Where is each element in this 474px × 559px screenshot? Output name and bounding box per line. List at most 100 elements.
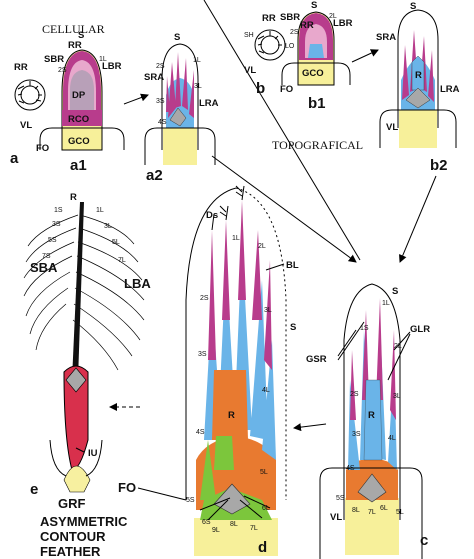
lra-label-a2: LRA [199,98,219,109]
barbs-e [23,214,145,371]
iu-leader [75,447,85,453]
1l-label-a2: 1L [193,57,201,64]
grf-e [63,465,91,493]
dp-label: DP [72,90,86,101]
sra-label-b2: SRA [376,32,396,43]
1s-label-c: 1S [360,325,369,332]
r-label-d: R [228,410,235,421]
rr-label-a: RR [14,62,28,73]
rr-label-b: RR [262,13,276,24]
3l-label-a2: 3L [194,83,202,90]
2s-label-d: 2S [200,295,209,302]
magenta-barbs-c [350,298,396,420]
vl-label-c: VL [330,512,342,523]
skin-line-a2 [144,127,216,165]
1l-label-c: 1L [382,300,390,307]
panel-b1: GCO S RR SBR LBR 2L 2S FO b1 [280,0,353,112]
3l-label-d: 3L [264,307,272,314]
4s-label-d: 4S [196,429,205,436]
2l-label-b1: 2L [329,13,337,20]
7l-label-d: 7L [250,525,258,532]
panel-e: R 1S 1L 3S 3L 5S 5L 7S 7L SBA LBA IU GRF… [23,192,187,559]
calamus-e [63,365,89,471]
3s-label-c: 3S [352,431,361,438]
ridge-marks-a [17,81,42,104]
panel-b: RR SH LO VL b [244,13,295,97]
sbr-label-a1: SBR [44,54,64,65]
sba-label: SBA [30,260,58,275]
vl-label-a: VL [20,120,32,131]
stem-a2 [169,107,187,127]
r-label-b2: R [415,70,422,81]
collar-c [345,498,399,555]
topografical-heading: TOPOGRAFICAL [272,138,363,152]
arrow-a1-a2 [123,93,149,105]
bl-leader [265,263,285,271]
s-label-a1: S [78,30,84,41]
fo-label-a1: FO [36,143,49,154]
rco-band-a1 [62,110,102,126]
blue-barbs-c [348,320,397,470]
arrow-c-d [293,423,327,432]
s-label-b2: S [410,1,416,12]
3l-label-e: 3L [104,223,112,230]
rachis-orange-d [212,370,248,440]
ds-label: Ds [206,210,218,221]
stem-c [357,473,387,503]
panel-b2: R S SRA LRA VL b2 [376,1,460,174]
stem-d [213,483,251,515]
panel-a: RR VL a [10,62,46,167]
skin-line-a1 [39,127,125,150]
gsr-glr-leader-lines [337,321,411,381]
gsr-label: GSR [306,354,327,365]
fo-leader-e [137,487,187,501]
r-label-e: R [70,192,77,203]
arrow-a2-c [211,155,357,263]
lbr-label-a1: LBR [102,61,122,72]
rachis-green-d [214,436,234,470]
panel-d: Ds BL S R 1L 2L 2S 3L 3S 4L 4S 5L 5S 6S … [185,185,299,556]
gco-label-a1: GCO [68,136,90,147]
lba-label: LBA [124,276,151,291]
5s-label-e: 5S [48,237,57,244]
s-label-b1: S [311,0,317,11]
r-label-c: R [368,410,375,421]
collar-a2 [163,128,197,165]
fo-label-e: FO [118,480,136,495]
vl-label-b: VL [244,65,256,76]
9l-label-d: 9L [212,527,220,534]
sheath-d-dashed [235,187,287,500]
panel-letter-a2: a2 [146,167,163,184]
dermal-papilla-a1 [70,70,94,110]
panel-letter-a1: a1 [70,157,87,174]
panel-c: R S GLR GSR 1L 1S 2L 2S 3L 3S 4L 4S 5S 5… [306,283,430,559]
caption-line-2: CONTOUR [40,529,106,544]
2s-label-a1: 2S [58,67,67,74]
collar-b2 [399,110,437,148]
sheath-a2 [161,43,199,150]
cellular-heading: CELLULAR [42,22,105,36]
7l-label-c: 7L [368,509,376,516]
2l-label-d: 2L [258,243,266,250]
5l-label-c: 5L [396,509,404,516]
1s-label-e: 1S [54,207,63,214]
follicle-lines-e [49,439,103,477]
skin-line-b1 [281,62,351,85]
glr-label: GLR [410,324,430,335]
caption-line-3: FEATHER [40,544,101,559]
stem-e [65,367,87,393]
3s-label-e: 3S [52,221,61,228]
s-label-d: S [290,322,296,333]
grf-label: GRF [58,496,86,511]
barb-ridges-b2 [402,30,434,102]
3l-label-c: 3L [393,393,401,400]
7s-label-e: 7S [42,253,51,260]
barbule-marks-d [219,185,243,217]
3s-label-a2: 3S [156,98,165,105]
sheath-d-left [185,187,237,500]
rachis-blue-b1 [308,44,324,58]
lbr-label-b1: LBR [333,18,353,29]
lra-label-b2: LRA [440,84,460,95]
6l-label-d: 6L [262,505,270,512]
rachis-c [363,379,383,461]
